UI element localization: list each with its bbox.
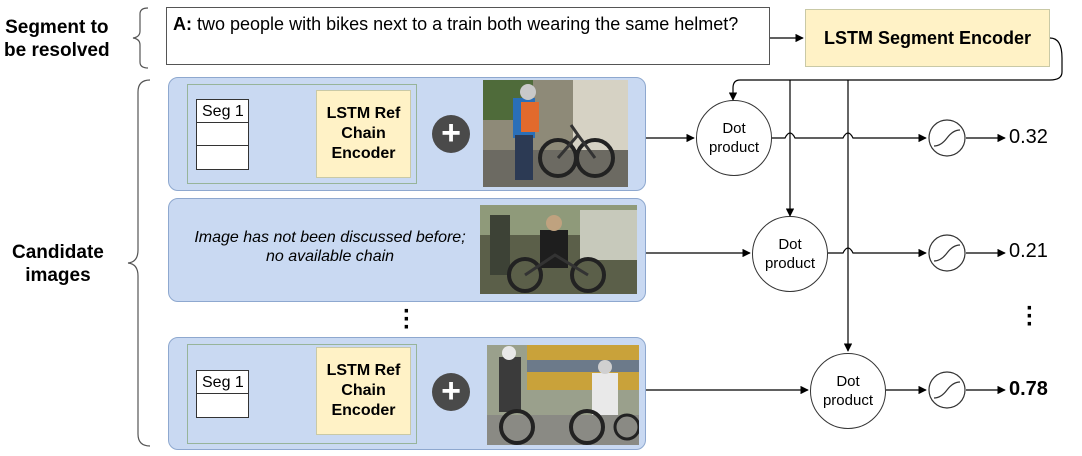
chain-cell: Seg 1 — [197, 371, 248, 394]
candidate-image-1 — [483, 80, 628, 187]
chain-frame-3 — [187, 344, 417, 444]
candidate-image-3 — [487, 345, 639, 445]
no-chain-note: Image has not been discussed before; no … — [194, 229, 466, 265]
reference-chain-3: Seg 1 — [196, 370, 249, 418]
lstm-segment-encoder: LSTM Segment Encoder — [805, 9, 1050, 67]
query-text: two people with bikes next to a train bo… — [192, 14, 739, 34]
dot1-to-sigmoid-arrow — [772, 132, 927, 143]
encoder-to-dot1-arrow — [728, 37, 1063, 101]
chain-cell — [197, 123, 248, 146]
reference-chain-1: Seg 1 — [196, 99, 249, 170]
sigmoid-icon — [928, 234, 966, 272]
candidate-images-label: Candidate images — [12, 242, 104, 286]
candidate-image-2 — [480, 205, 637, 294]
sigmoid-icon — [928, 119, 966, 157]
chain-cell: Seg 1 — [197, 100, 248, 123]
candidate-brace — [127, 79, 151, 447]
chain-frame-1 — [187, 84, 417, 184]
score-3: 0.78 — [1009, 378, 1048, 400]
ellipsis-icon: ··· — [403, 298, 411, 341]
chain-cell — [197, 394, 248, 417]
query-segment: A: two people with bikes next to a train… — [166, 7, 770, 65]
plus-icon: + — [432, 373, 470, 411]
ellipsis-icon: ··· — [1026, 295, 1034, 338]
segment-label: Segment to be resolved — [4, 17, 110, 61]
chain-cell — [197, 146, 248, 169]
speaker-label: A: — [173, 14, 192, 34]
score-2: 0.21 — [1009, 240, 1048, 262]
score-1: 0.32 — [1009, 126, 1048, 148]
plus-icon: + — [432, 115, 470, 153]
dot2-to-sigmoid-arrow — [828, 247, 927, 258]
sigmoid-icon — [928, 371, 966, 409]
segment-brace — [132, 7, 149, 69]
